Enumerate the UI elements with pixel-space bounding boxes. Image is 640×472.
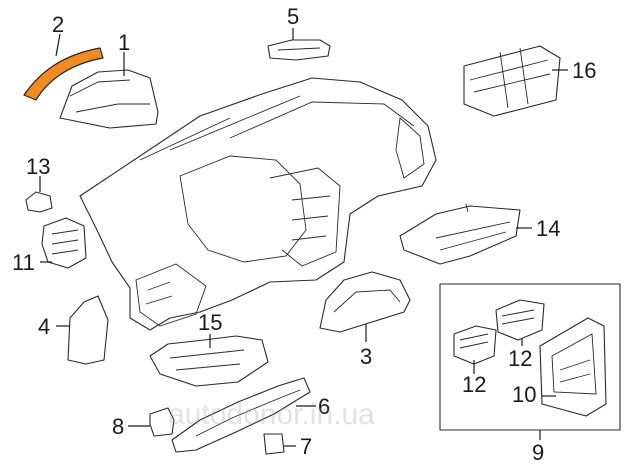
callout-13: 13 xyxy=(26,154,50,179)
callout-11: 11 xyxy=(12,250,35,275)
part-12-vent-left[interactable] xyxy=(453,325,497,365)
callout-15: 15 xyxy=(198,310,222,335)
callout-12b: 12 xyxy=(508,346,532,371)
part-10-center-bezel[interactable] xyxy=(539,317,607,417)
part-5-top-clip[interactable] xyxy=(267,39,331,61)
part-14-glove-box[interactable] xyxy=(399,203,521,265)
part-15-lower-bracket[interactable] xyxy=(149,335,269,387)
part-11-side-vent[interactable] xyxy=(41,217,87,269)
part-16-airbag-module[interactable] xyxy=(463,45,561,117)
callout-10: 10 xyxy=(512,382,536,407)
instrument-panel[interactable] xyxy=(79,77,437,331)
watermark: autodonor.in.ua xyxy=(168,398,375,431)
part-8-connector[interactable] xyxy=(149,407,175,437)
part-9-group-box xyxy=(439,283,621,431)
callout-7: 7 xyxy=(300,434,312,459)
part-1-cluster-cover[interactable] xyxy=(59,69,159,129)
callout-3: 3 xyxy=(360,344,372,369)
callout-4: 4 xyxy=(38,314,50,339)
callout-1: 1 xyxy=(118,30,130,55)
leader-lines xyxy=(39,28,568,447)
callout-labels: 2 1 5 16 13 11 4 14 15 3 6 7 8 12 12 10 … xyxy=(12,4,596,465)
part-6-lower-reinforcement[interactable] xyxy=(171,377,311,453)
part-4-side-cap[interactable] xyxy=(67,295,109,365)
part-3-cluster-hood[interactable] xyxy=(319,271,411,333)
part-13-bracket[interactable] xyxy=(25,191,53,213)
callout-16: 16 xyxy=(572,58,596,83)
part-12-vent-right[interactable] xyxy=(495,299,545,341)
callout-5: 5 xyxy=(287,4,299,29)
part-2-trim-strip[interactable] xyxy=(23,47,104,101)
callout-14: 14 xyxy=(536,216,560,241)
callout-9: 9 xyxy=(532,440,544,465)
callout-2: 2 xyxy=(52,12,64,37)
callout-6: 6 xyxy=(318,394,330,419)
callout-8: 8 xyxy=(112,414,124,439)
part-7-clip[interactable] xyxy=(263,433,285,455)
callout-12a: 12 xyxy=(462,372,486,397)
